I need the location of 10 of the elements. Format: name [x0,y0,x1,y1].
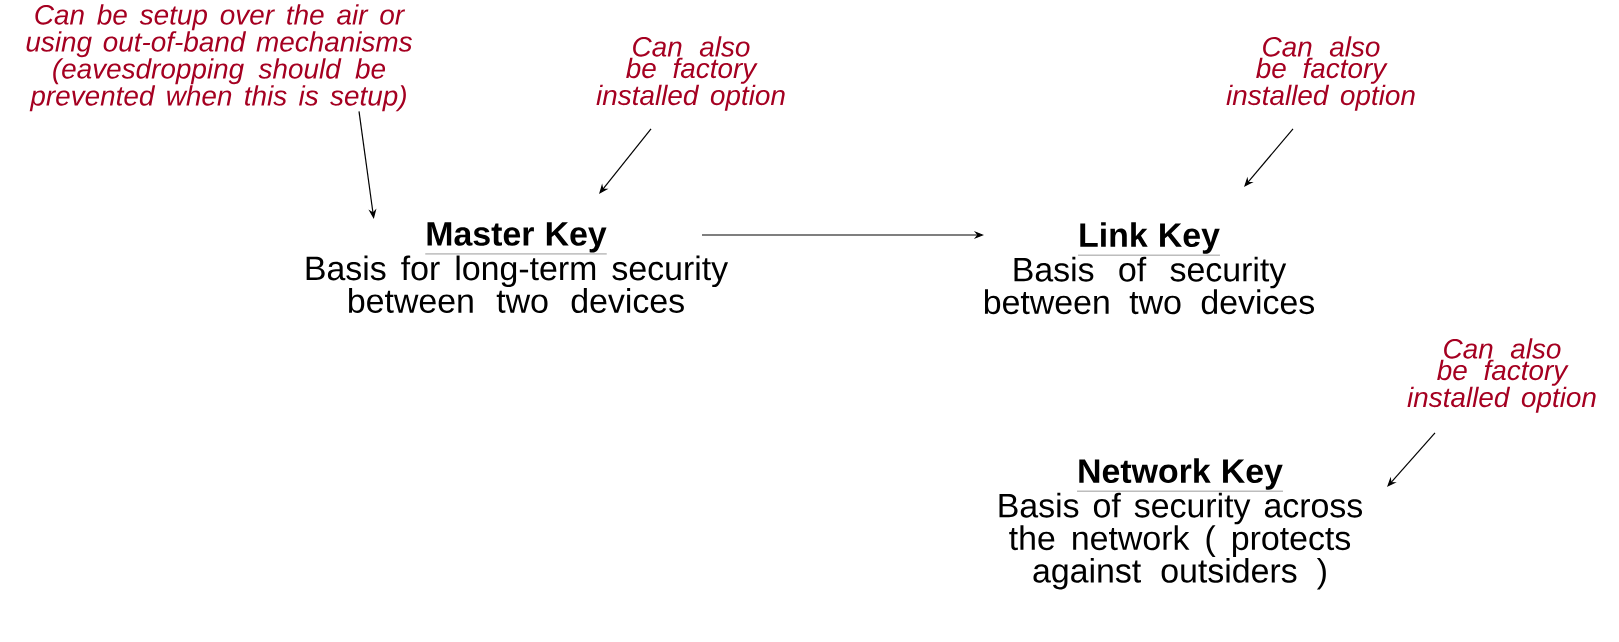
arrow [1244,128,1294,187]
arrow [1387,432,1436,487]
key-box: Master Key Basis for long-term security between two devices [306,222,729,313]
annotation-text: Can be setup over the air or using out-of-band mechanisms (eavesdropping should be prevented when this is setup) [26,4,412,112]
annotation-text: Can also be factory installed option [1226,36,1415,111]
key-box: Network Key Basis of security across the network ( protects against outsiders ) [999,458,1362,590]
arrow [599,128,652,194]
key-box: Link Key Basis of security between two devices [984,222,1314,315]
annotation-text: Can also be factory installed option [1407,338,1596,413]
annotation-text: Can also be factory installed option [596,36,785,111]
